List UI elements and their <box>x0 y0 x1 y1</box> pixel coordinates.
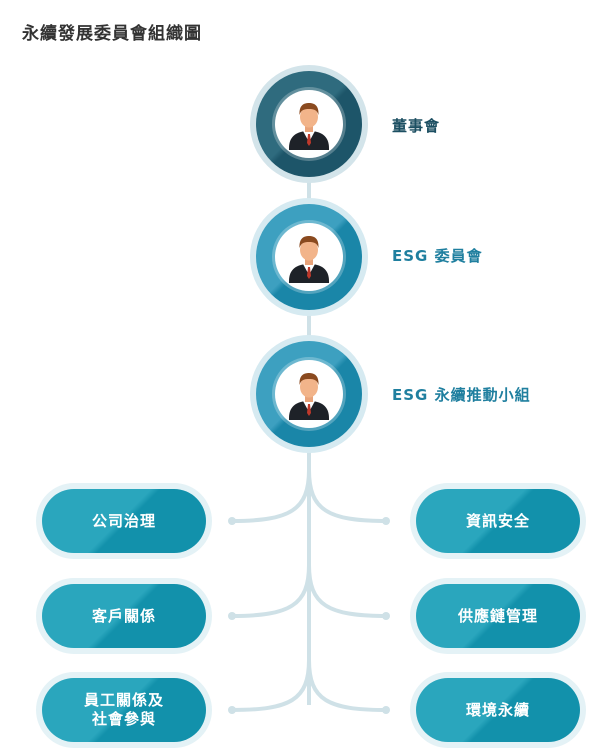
dot-right-1 <box>382 517 390 525</box>
person-icon <box>289 236 329 283</box>
node-esg-committee <box>250 198 368 316</box>
branch-left-3 <box>231 659 311 712</box>
person-icon <box>289 373 329 420</box>
unit-label: 客戶關係 <box>91 606 156 625</box>
branch-left-1 <box>231 469 311 523</box>
unit-label: 供應鏈管理 <box>457 606 538 625</box>
dot-right-2 <box>382 612 390 620</box>
unit-environment: 環境永續 <box>410 672 586 748</box>
unit-information-security: 資訊安全 <box>410 483 586 559</box>
unit-label: 公司治理 <box>91 511 156 530</box>
node-board <box>250 65 368 183</box>
branch-left-2 <box>231 564 311 618</box>
node-avatar <box>275 223 343 291</box>
dot-left-1 <box>228 517 236 525</box>
branch-right-2 <box>307 564 387 618</box>
dot-left-2 <box>228 612 236 620</box>
unit-customer-relations: 客戶關係 <box>36 578 212 654</box>
unit-employee-social: 員工關係及 社會參與 <box>36 672 212 748</box>
node-ring <box>256 204 362 310</box>
unit-label: 資訊安全 <box>465 511 530 530</box>
unit-corporate-governance: 公司治理 <box>36 483 212 559</box>
node-avatar <box>275 90 343 158</box>
dot-right-3 <box>382 706 390 714</box>
node-avatar <box>275 360 343 428</box>
node-label-board: 董事會 <box>392 117 441 135</box>
page-title: 永續發展委員會組織圖 <box>22 24 202 44</box>
unit-supply-chain: 供應鏈管理 <box>410 578 586 654</box>
node-label-esg-committee: ESG 委員會 <box>392 247 483 265</box>
unit-label: 員工關係及 社會參與 <box>83 691 164 728</box>
node-ring <box>256 71 362 177</box>
person-icon <box>289 103 329 150</box>
node-esg-task-force <box>250 335 368 453</box>
node-ring <box>256 341 362 447</box>
unit-label: 環境永續 <box>465 700 530 719</box>
branch-right-3 <box>307 659 387 712</box>
dot-left-3 <box>228 706 236 714</box>
node-label-esg-task-force: ESG 永續推動小組 <box>392 386 531 404</box>
branch-right-1 <box>307 469 387 523</box>
